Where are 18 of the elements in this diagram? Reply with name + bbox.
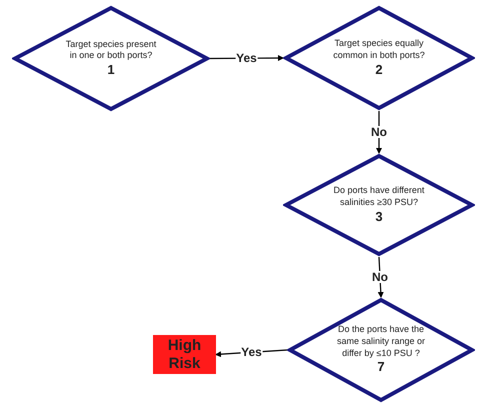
edge-label: Yes bbox=[240, 346, 263, 358]
decision-diamond bbox=[287, 297, 475, 403]
question-text: Target species present in one or both ports? bbox=[64, 38, 158, 62]
step-number: 2 bbox=[375, 62, 383, 78]
decision-diamond bbox=[283, 5, 475, 111]
edge-label: No bbox=[371, 271, 389, 283]
question-text: Do the ports have the same salinity range or differ by ≤10 PSU ? bbox=[336, 324, 426, 360]
step-number: 3 bbox=[375, 208, 383, 225]
decision-diamond bbox=[283, 153, 475, 257]
step-number: 1 bbox=[107, 62, 115, 78]
edge-label: No bbox=[370, 126, 388, 138]
question-text: Do ports have different salinities ≥30 PSU? bbox=[332, 185, 426, 209]
decision-diamond bbox=[12, 5, 210, 112]
edge-label: Yes bbox=[235, 52, 258, 64]
arrow bbox=[376, 111, 382, 154]
risk-box: High Risk bbox=[153, 335, 216, 374]
step-number: 7 bbox=[377, 359, 385, 376]
question-text: Target species equally common in both ports? bbox=[332, 38, 426, 62]
